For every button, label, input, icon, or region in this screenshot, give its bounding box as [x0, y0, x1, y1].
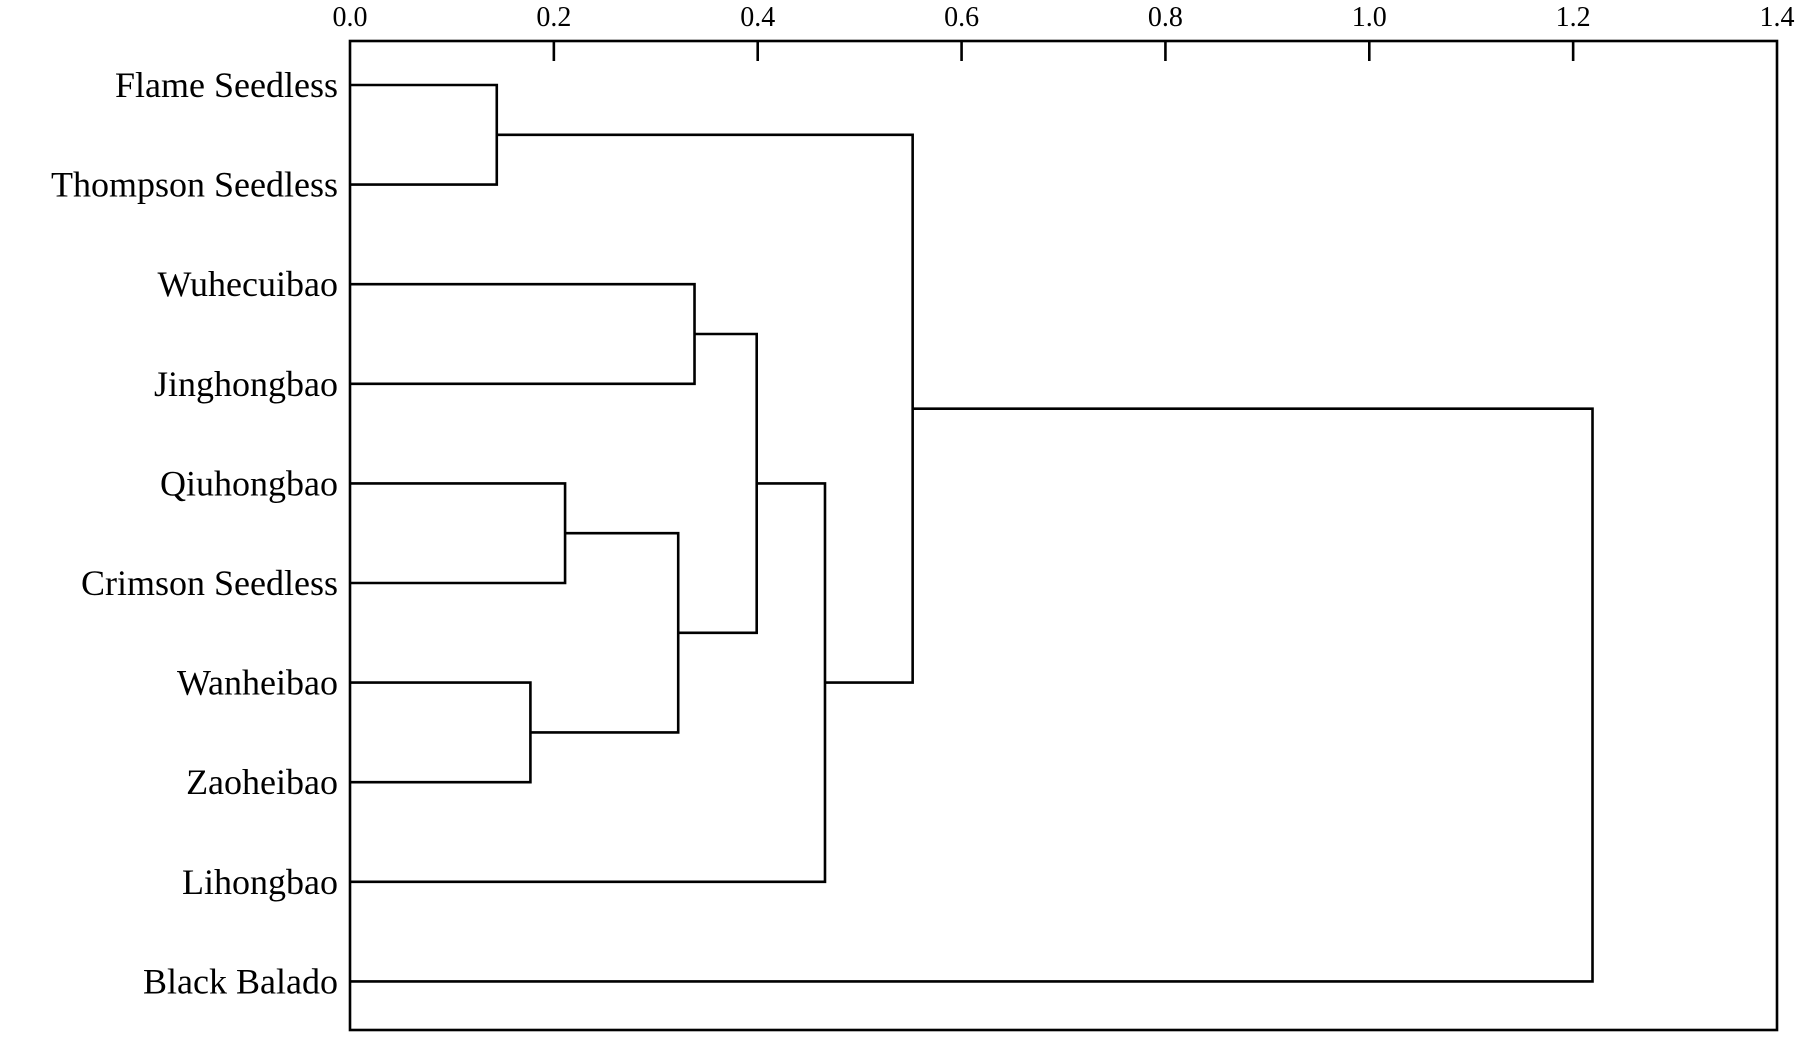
- dendrogram-link: [678, 332, 758, 635]
- leaf-label: Flame Seedless: [115, 65, 338, 105]
- dendrogram-link: [350, 282, 696, 386]
- leaf-label: Crimson Seedless: [81, 563, 338, 603]
- x-tick-label: 0.4: [740, 2, 775, 33]
- dendrogram-links: [350, 83, 1594, 983]
- dendrogram-link: [496, 133, 914, 684]
- x-tick-label: 0.8: [1148, 2, 1183, 33]
- dendrogram-link: [350, 482, 827, 884]
- plot-frame: [348, 39, 1779, 1032]
- dendrogram-link: [350, 681, 532, 784]
- x-tick-label: 0.2: [536, 2, 571, 33]
- leaf-label: Black Balado: [143, 961, 338, 1001]
- dendrogram-link: [350, 407, 1594, 983]
- x-axis-tick-labels: 0.0 0.2 0.4 0.6 0.8 1.0 1.2 1.4: [333, 2, 1795, 33]
- leaf-label: Qiuhongbao: [160, 463, 338, 503]
- leaf-label: Lihongbao: [182, 862, 338, 902]
- leaf-label: Wanheibao: [177, 663, 338, 703]
- x-tick-label: 0.6: [944, 2, 979, 33]
- x-axis-ticks: [552, 41, 1575, 61]
- leaf-label: Thompson Seedless: [51, 165, 338, 205]
- x-tick-label: 1.2: [1556, 2, 1591, 33]
- leaf-label: Jinghongbao: [154, 364, 338, 404]
- x-tick-label: 1.4: [1760, 2, 1795, 33]
- leaf-label: Wuhecuibao: [158, 264, 338, 304]
- x-tick-label: 1.0: [1352, 2, 1387, 33]
- dendrogram-link: [350, 482, 567, 585]
- dendrogram-link: [530, 531, 680, 734]
- leaf-label: Zaoheibao: [186, 762, 338, 802]
- dendrogram-link: [350, 83, 499, 186]
- x-tick-label: 0.0: [333, 2, 368, 33]
